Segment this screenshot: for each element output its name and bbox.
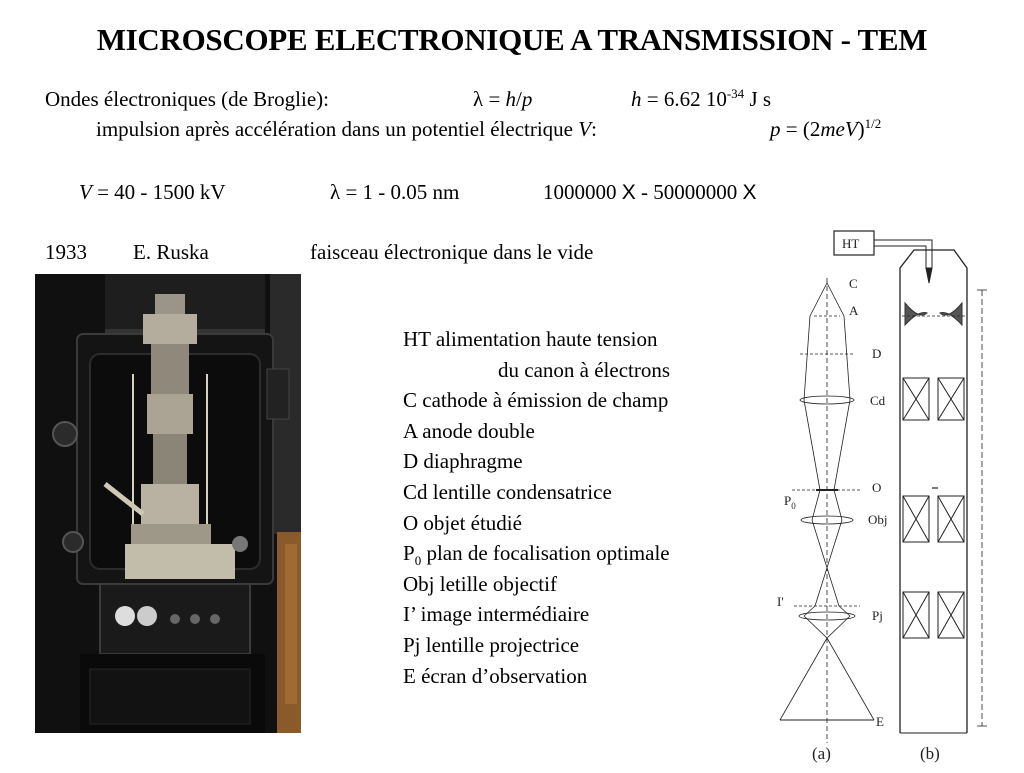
wavelength-value: = 1 - 0.05 nm <box>340 180 460 204</box>
magnification-range: 1000000 X - 50000000 X <box>543 180 757 205</box>
label-pj: Pj <box>872 608 883 623</box>
label-c: C <box>849 276 858 291</box>
microscope-photo <box>35 274 301 733</box>
momentum-formula: p = (2meV)1/2 <box>770 117 881 142</box>
label-a: A <box>849 303 859 318</box>
de-broglie-label: Ondes électroniques (de Broglie): <box>45 87 329 111</box>
lambda-symbol: λ <box>330 180 341 204</box>
mev-symbol: meV <box>820 117 858 141</box>
formula-part: = (2 <box>780 117 821 141</box>
legend-item: Cd lentille condensatrice <box>403 479 612 504</box>
legend-text: plan de focalisation optimale <box>421 541 670 566</box>
times-symbol: X <box>621 181 636 204</box>
h-symbol: h <box>505 87 517 111</box>
slide-title: MICROSCOPE ELECTRONIQUE A TRANSMISSION -… <box>96 22 928 57</box>
legend-item: D diaphragme <box>403 449 523 474</box>
label-i-prime: I' <box>777 594 784 609</box>
label-cd: Cd <box>870 393 886 408</box>
v-symbol: V <box>79 180 92 204</box>
label-b-panel: (b) <box>920 744 940 763</box>
label-a-panel: (a) <box>812 744 831 763</box>
lambda-symbol: λ <box>473 87 484 111</box>
legend-item: du canon à électrons <box>498 357 671 382</box>
mag-max: - 50000000 <box>635 180 743 204</box>
momentum-text: impulsion après accélération dans un pot… <box>96 117 579 141</box>
p-symbol: p <box>770 117 781 141</box>
year: 1933 <box>45 240 87 264</box>
tem-diagram: HT C <box>772 228 994 768</box>
legend-item: Obj letille objectif <box>403 571 557 596</box>
component-legend: HT alimentation haute tension du canon à… <box>403 324 670 691</box>
momentum-line: impulsion après accélération dans un pot… <box>96 117 597 142</box>
planck-value: = 6.62 10 <box>641 87 727 111</box>
exponent: 1/2 <box>864 116 882 131</box>
equals-sign: = <box>483 87 506 111</box>
legend-item: E écran d’observation <box>403 663 588 688</box>
lambda-formula: λ = h/p <box>473 87 532 112</box>
voltage-value: = 40 - 1500 kV <box>91 180 226 204</box>
legend-item: A anode double <box>403 418 535 443</box>
label-obj: Obj <box>868 512 888 527</box>
label-ht: HT <box>842 236 859 251</box>
voltage-range: V = 40 - 1500 kV <box>79 180 226 205</box>
p-symbol: p <box>521 87 533 111</box>
p0-symbol: P <box>403 541 415 566</box>
legend-item: Pj lentille projectrice <box>403 632 580 657</box>
legend-item: O objet étudié <box>403 510 522 535</box>
h-symbol: h <box>631 87 642 111</box>
legend-item: I’ image intermédiaire <box>403 602 590 627</box>
times-symbol: X <box>742 181 757 204</box>
de-broglie-line: Ondes électroniques (de Broglie): <box>45 87 329 112</box>
close-paren: ) <box>857 117 865 141</box>
beam-description: faisceau électronique dans le vide <box>310 240 594 264</box>
wavelength-range: λ = 1 - 0.05 nm <box>330 180 459 205</box>
mag-min: 1000000 <box>543 180 622 204</box>
inventor-name: E. Ruska <box>133 240 209 264</box>
label-e: E <box>876 714 884 729</box>
planck-unit: J s <box>744 87 772 111</box>
slash: / <box>516 87 522 111</box>
legend-item: P0 plan de focalisation optimale <box>403 538 670 569</box>
v-symbol: V <box>578 117 592 141</box>
colon: : <box>591 117 597 141</box>
label-o: O <box>872 480 881 495</box>
legend-item: C cathode à émission de champ <box>403 388 669 413</box>
p0-subscript: 0 <box>414 553 422 569</box>
planck-exponent: -34 <box>726 86 745 101</box>
label-p0: P0 <box>784 493 796 511</box>
label-d: D <box>872 346 881 361</box>
planck-constant: h = 6.62 10-34 J s <box>631 87 771 112</box>
legend-item: HT alimentation haute tension <box>403 327 658 351</box>
